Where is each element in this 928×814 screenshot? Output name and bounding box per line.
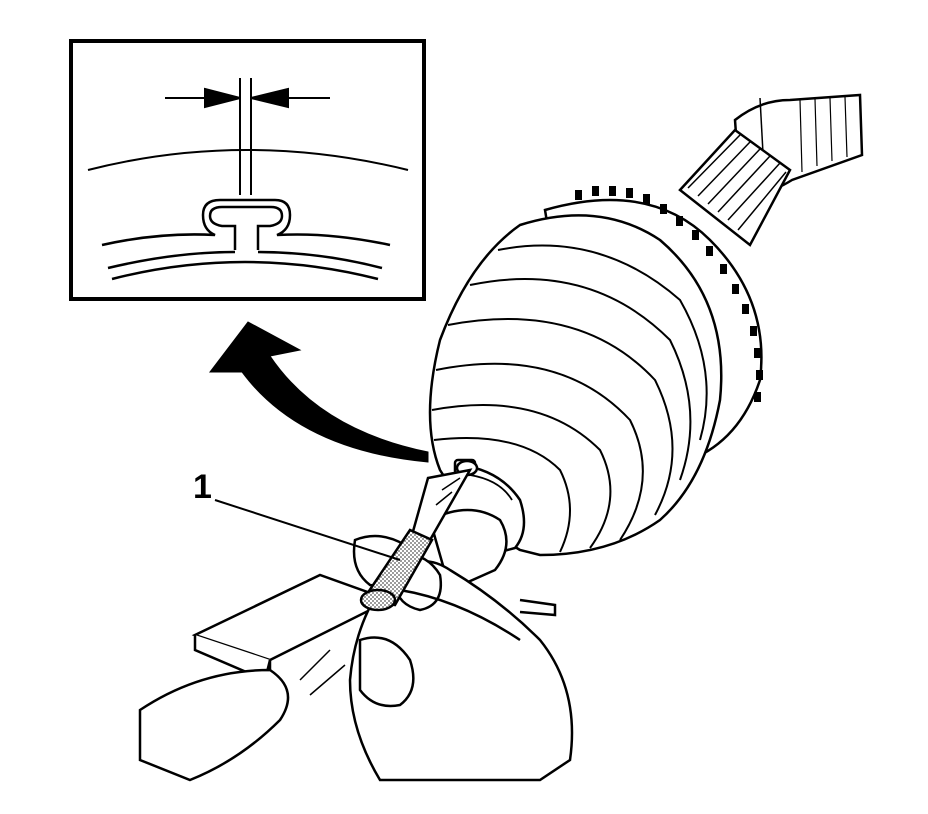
clamp-pliers <box>359 468 473 612</box>
detail-inset <box>69 39 426 301</box>
dimension-arrows-icon <box>165 78 330 195</box>
curved-arrow-icon <box>208 321 429 463</box>
tone-ring-teeth <box>575 186 763 402</box>
cv-boot <box>428 214 723 557</box>
clamp-cross-section <box>101 198 391 281</box>
axle-shaft <box>678 93 864 247</box>
callout-1-leader <box>214 499 401 561</box>
technician-hands <box>138 534 574 782</box>
callout-1-label: 1 <box>193 468 212 506</box>
boot-outline-curve <box>87 149 409 171</box>
